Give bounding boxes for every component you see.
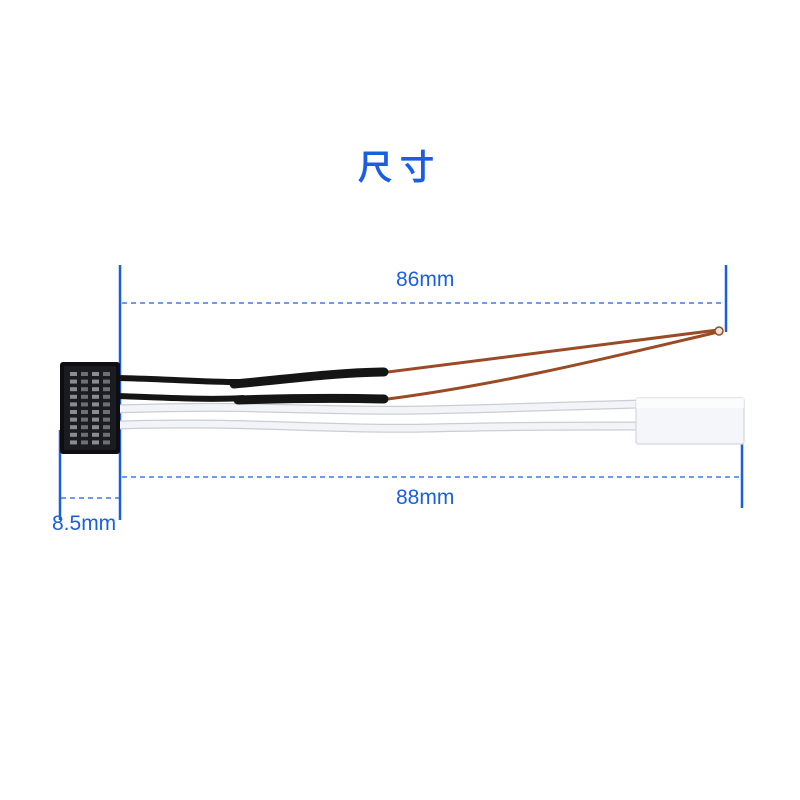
- connector-pin: [92, 417, 99, 422]
- bottom-dimension-label: 88mm: [396, 486, 455, 509]
- connector-pin: [70, 432, 77, 437]
- connector-pin: [81, 432, 88, 437]
- connector-pin: [70, 394, 77, 399]
- connector-pin: [92, 379, 99, 384]
- connector-pins: [70, 372, 110, 445]
- connector-pin: [70, 417, 77, 422]
- connector-width-label: 8.5mm: [52, 512, 117, 535]
- connector-pin: [81, 417, 88, 422]
- connector-pin: [92, 372, 99, 376]
- connector-pin: [70, 402, 77, 407]
- black-wires: [117, 367, 389, 405]
- copper-wire-1: [379, 328, 719, 375]
- connector-pin: [92, 440, 99, 445]
- connector-pin: [103, 372, 110, 376]
- connector-pin: [92, 387, 99, 392]
- page-title: 尺寸: [358, 148, 442, 188]
- connector-pin: [70, 387, 77, 392]
- heat-shrink-2: [233, 393, 389, 405]
- ceramic-sensor: [635, 397, 745, 445]
- connector-pin: [70, 440, 77, 445]
- connector-pin: [81, 372, 88, 376]
- copper-wire-2: [379, 330, 719, 402]
- connector-pin: [81, 394, 88, 399]
- board-to-board-connector: [60, 362, 120, 454]
- connector-pin: [70, 379, 77, 384]
- connector-pin: [70, 410, 77, 414]
- connector-pin: [81, 440, 88, 445]
- connector-pin: [103, 394, 110, 399]
- connector-pin: [103, 402, 110, 407]
- dimension-lines: [58, 265, 744, 520]
- connector-pin: [81, 402, 88, 407]
- connector-pin: [103, 432, 110, 437]
- connector-pin: [103, 410, 110, 414]
- connector-pin: [103, 387, 110, 392]
- connector-pin: [70, 372, 77, 376]
- connector-pin: [81, 387, 88, 392]
- connector-pin: [70, 425, 77, 430]
- connector-pin: [103, 425, 110, 430]
- connector-pin: [92, 432, 99, 437]
- connector-pin: [92, 394, 99, 399]
- connector-pin: [103, 379, 110, 384]
- top-dimension-label: 86mm: [396, 268, 455, 291]
- copper-wires: [379, 328, 719, 402]
- connector-pin: [81, 410, 88, 414]
- connector-pin: [103, 440, 110, 445]
- connector-pin: [103, 417, 110, 422]
- black-wire-1: [117, 375, 241, 385]
- connector-pin: [81, 425, 88, 430]
- connector-pin: [92, 410, 99, 414]
- bead-icon: [714, 326, 724, 336]
- connector-pin: [92, 425, 99, 430]
- heat-shrink-1: [229, 367, 389, 389]
- white-wires: [113, 399, 645, 433]
- black-wire-2: [117, 393, 245, 402]
- connector-pin: [81, 379, 88, 384]
- connector-pin: [92, 402, 99, 407]
